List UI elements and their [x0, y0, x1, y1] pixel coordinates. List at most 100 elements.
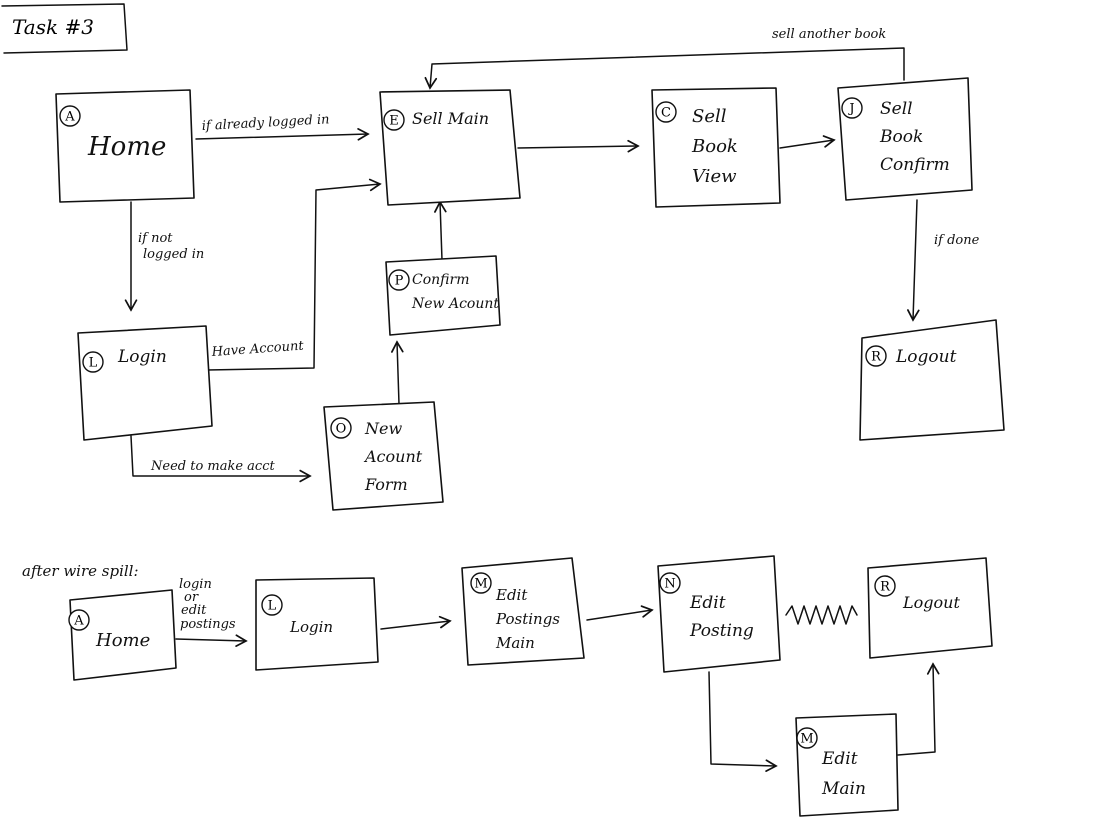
edge-login-to-newaccount [130, 435, 312, 483]
node-badge-letter: L [268, 599, 277, 614]
edge-labels: if already logged in if not logged in Ha… [138, 27, 980, 632]
node-badge [388, 269, 410, 291]
edge-label-login-to-sellmain: Have Account [210, 339, 305, 361]
edge-label-home2-3: edit [181, 603, 207, 618]
edge-sellbookview-to-confirm [779, 135, 836, 149]
node-label: Home [95, 630, 150, 651]
node-badge [470, 572, 492, 594]
edge-label-sell-another-book: sell another book [772, 27, 886, 42]
node-box [651, 87, 781, 208]
node-label: Form [364, 475, 408, 494]
node-label: New Acount [411, 296, 499, 312]
node-badge [874, 575, 896, 597]
node-badge [261, 594, 283, 616]
node-box [69, 589, 177, 681]
edge-editpostingsmain-to-editposting [586, 605, 654, 621]
node-l1: L Login [77, 325, 213, 441]
node-box [795, 713, 899, 817]
node-label: Edit [821, 749, 858, 769]
node-badge [865, 345, 887, 367]
node-a1: A Home [55, 89, 195, 203]
node-label: Postings [495, 610, 560, 628]
edge-label-home2-2: or [184, 590, 199, 605]
edge-home-to-sellmain [195, 128, 370, 141]
node-label: Acount [363, 447, 423, 466]
edge-label-home2-1: login [179, 577, 212, 592]
edge-confirm-to-sellmain-loop [424, 47, 905, 90]
edge-confirm-to-logout [907, 199, 920, 322]
edge-login2-to-editpostingsmain [380, 615, 452, 630]
node-label: Main [821, 779, 866, 799]
section2-label: after wire spill: [22, 562, 139, 580]
node-badge [796, 727, 818, 749]
edge-editposting-to-logout2 [785, 605, 858, 625]
node-badge-letter: J [847, 102, 854, 117]
node-badge-letter: L [89, 356, 98, 371]
node-box [859, 319, 1005, 441]
edge-newaccount-to-confirm [391, 340, 404, 405]
node-badge [82, 351, 104, 373]
edge-label-if-done: if done [934, 233, 980, 248]
node-label: Sell Main [412, 109, 489, 128]
node-label: Edit [495, 586, 528, 604]
node-badge-letter: O [336, 422, 347, 437]
node-label: Logout [895, 347, 957, 367]
edge-editposting-to-editmain [708, 671, 778, 772]
edges [124, 47, 940, 772]
node-label: Sell [880, 99, 913, 119]
node-box [837, 77, 973, 201]
edge-editmain-to-logout2 [897, 662, 940, 756]
node-box [77, 325, 213, 441]
edge-home2-to-login2 [175, 634, 248, 648]
edge-confirm-to-sellmain [434, 200, 447, 261]
edge-sellmain-to-sellbookview [517, 139, 640, 153]
edge-label-login-to-newaccount: Need to make acct [150, 459, 275, 474]
node-label: Confirm [412, 272, 469, 288]
node-badge [655, 101, 677, 123]
node-box [461, 557, 585, 666]
node-badge-letter: A [64, 110, 75, 125]
node-a2: A Home [68, 589, 177, 681]
node-label: Sell [692, 106, 727, 127]
title: Task #3 [12, 15, 94, 39]
node-badge [841, 97, 863, 119]
node-badge-letter: M [474, 577, 487, 592]
node-badge-letter: E [389, 114, 399, 129]
node-box [323, 401, 444, 511]
node-label: Login [117, 347, 167, 367]
title-box: Task #3 [1, 3, 128, 54]
node-box [255, 577, 379, 671]
node-badge-letter: C [661, 106, 671, 121]
node-badge [383, 109, 405, 131]
node-label: Book [879, 127, 923, 147]
edge-label-home2-4: postings [180, 617, 236, 632]
node-box [657, 555, 781, 673]
node-badge-letter: R [871, 350, 882, 365]
node-r1: R Logout [859, 319, 1005, 441]
node-label: View [692, 166, 737, 187]
node-box [867, 557, 993, 659]
node-box [379, 89, 521, 206]
node-label: Login [289, 618, 333, 636]
node-label: Confirm [880, 155, 950, 175]
edge-label-home-to-login-1: if not [138, 231, 173, 246]
node-badge-letter: R [880, 580, 891, 595]
node-label: Home [87, 132, 166, 162]
node-badge [68, 609, 90, 631]
node-box [385, 255, 501, 336]
node-badge [330, 417, 352, 439]
node-l2: L Login [255, 577, 379, 671]
node-e: E Sell Main [379, 89, 521, 206]
edge-label-home-to-sellmain: if already logged in [201, 112, 329, 134]
node-badge-letter: A [73, 614, 84, 629]
node-label: Posting [689, 621, 754, 641]
